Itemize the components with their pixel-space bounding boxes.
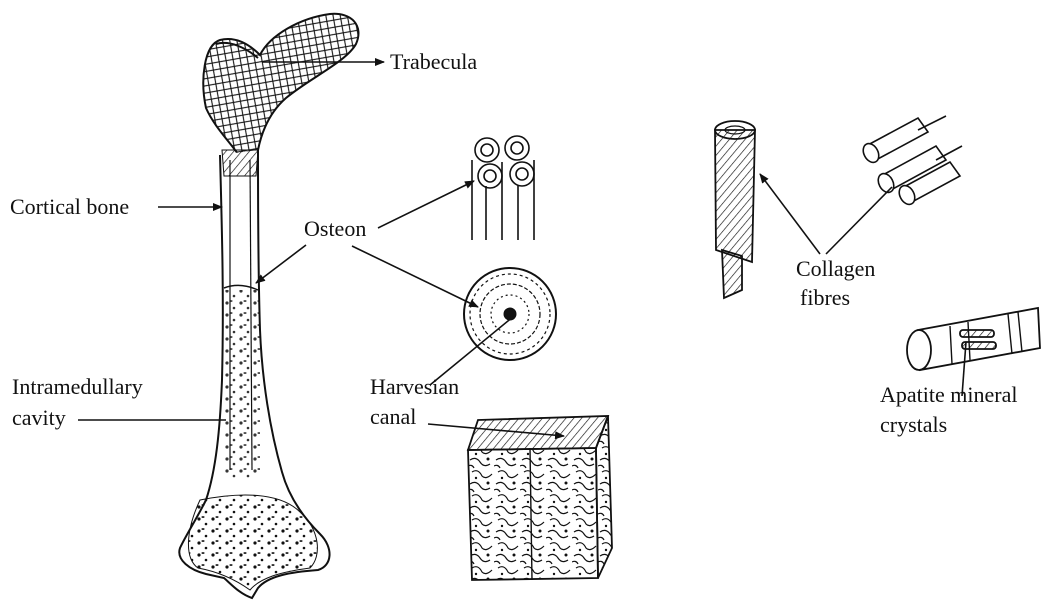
label-harvesian: Harvesian: [370, 374, 459, 399]
osteon-leader-femur: [256, 245, 306, 283]
collagen-leader-fibril: [826, 187, 892, 254]
osteon-bundle: [472, 136, 534, 240]
osteon-leader-section: [352, 246, 478, 307]
femur-head: [203, 14, 358, 154]
label-canal: canal: [370, 404, 416, 429]
label-cortical-bone: Cortical bone: [10, 194, 129, 219]
label-crystals: crystals: [880, 412, 947, 437]
label-intramedullary: Intramedullary: [12, 374, 143, 399]
osteon-leader-bundle: [378, 181, 474, 228]
label-cavity: cavity: [12, 405, 66, 430]
bone-tissue-block: [468, 416, 612, 580]
collagen-fibre-large: [715, 121, 755, 298]
femur-bone: [179, 14, 358, 598]
label-trabecula: Trabecula: [390, 49, 477, 74]
apatite-mineral-rod: [907, 308, 1040, 370]
label-fibres: fibres: [800, 285, 850, 310]
label-apatite-mineral: Apatite mineral: [880, 382, 1017, 407]
label-cavity-text: cavity: [12, 405, 66, 430]
label-osteon: Osteon: [304, 216, 366, 241]
label-collagen: Collagen: [796, 256, 875, 281]
collagen-fibrils: [860, 116, 962, 207]
collagen-leader-large: [760, 174, 820, 254]
